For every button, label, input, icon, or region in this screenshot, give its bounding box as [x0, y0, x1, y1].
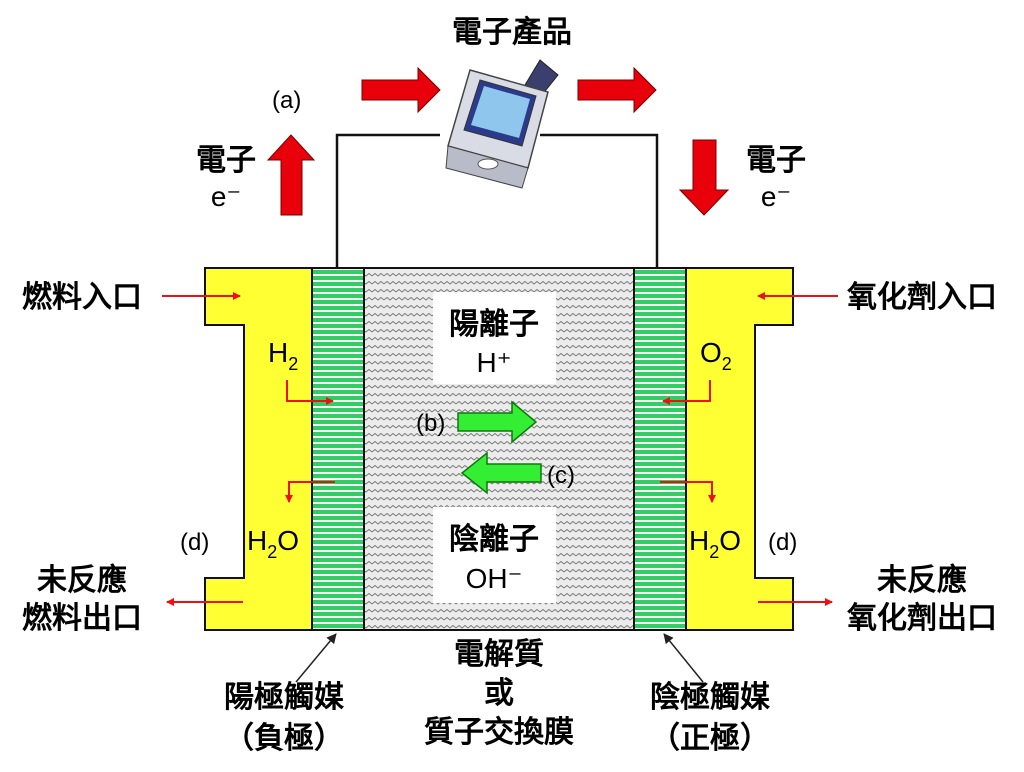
anode-plate — [204, 267, 313, 631]
anode-catalyst-layer — [311, 267, 365, 631]
anion-label: 陰離子 — [449, 522, 539, 557]
electron-arrow-down-icon — [678, 139, 730, 216]
fuel-outlet-label-line1: 未反應 — [37, 563, 127, 598]
electron-arrow-out-icon — [577, 66, 657, 114]
fuel-inlet-label: 燃料入口 — [22, 280, 142, 315]
anode-catalyst-pointer — [295, 633, 337, 683]
cathode-catalyst-layer — [633, 267, 687, 631]
anion-box — [433, 507, 556, 603]
label-c: (c) — [547, 462, 575, 489]
electron-label-left: 電子 — [196, 143, 256, 178]
h2o-right-label: H2O — [689, 525, 741, 562]
cathode-plate — [685, 267, 794, 631]
title-electronic-product: 電子產品 — [452, 15, 572, 50]
electron-symbol-right: e⁻ — [761, 181, 791, 212]
anode-polarity-label: （負極） — [224, 721, 344, 756]
electrolyte-label-line3: 質子交換膜 — [424, 715, 574, 750]
fuel-outlet-label-line2: 燃料出口 — [22, 601, 142, 636]
electron-label-right: 電子 — [746, 143, 806, 178]
electrolyte-label-line1: 電解質 — [454, 637, 544, 672]
electron-arrow-in-icon — [361, 66, 441, 114]
electron-arrow-up-icon — [266, 134, 316, 216]
electrolyte-label-line2: 或 — [484, 676, 514, 711]
label-a: (a) — [272, 87, 301, 114]
h2o-left-label: H2O — [247, 525, 299, 562]
cathode-water-arrow — [660, 481, 716, 503]
ion-arrow-right-icon — [457, 400, 538, 444]
cathode-catalyst-pointer — [663, 633, 704, 683]
mobile-phone-icon — [445, 59, 559, 189]
oxidant-outlet-label-line2: 氧化劑出口 — [847, 601, 997, 636]
anion-symbol: OH⁻ — [466, 563, 523, 594]
cation-box — [433, 292, 556, 384]
anode-water-arrow — [285, 481, 335, 503]
o2-flow-arrow — [662, 380, 711, 405]
cation-symbol: H⁺ — [477, 347, 512, 378]
label-d-right: (d) — [768, 529, 797, 556]
circuit-wire — [335, 133, 659, 268]
label-b: (b) — [416, 410, 445, 437]
electron-symbol-left: e⁻ — [211, 181, 241, 212]
h2-label: H2 — [268, 337, 298, 374]
label-d-left: (d) — [180, 529, 209, 556]
ion-arrow-left-icon — [460, 451, 542, 495]
h2-flow-arrow — [286, 380, 334, 405]
oxidant-outlet-label-line1: 未反應 — [877, 563, 967, 598]
oxidant-inlet-label: 氧化劑入口 — [847, 280, 997, 315]
o2-label: O2 — [700, 337, 732, 374]
cathode-catalyst-label: 陰極觸媒 — [650, 680, 771, 715]
cathode-polarity-label: （正極） — [650, 721, 770, 756]
cation-label: 陽離子 — [449, 307, 539, 342]
anode-catalyst-label: 陽極觸媒 — [224, 680, 345, 715]
